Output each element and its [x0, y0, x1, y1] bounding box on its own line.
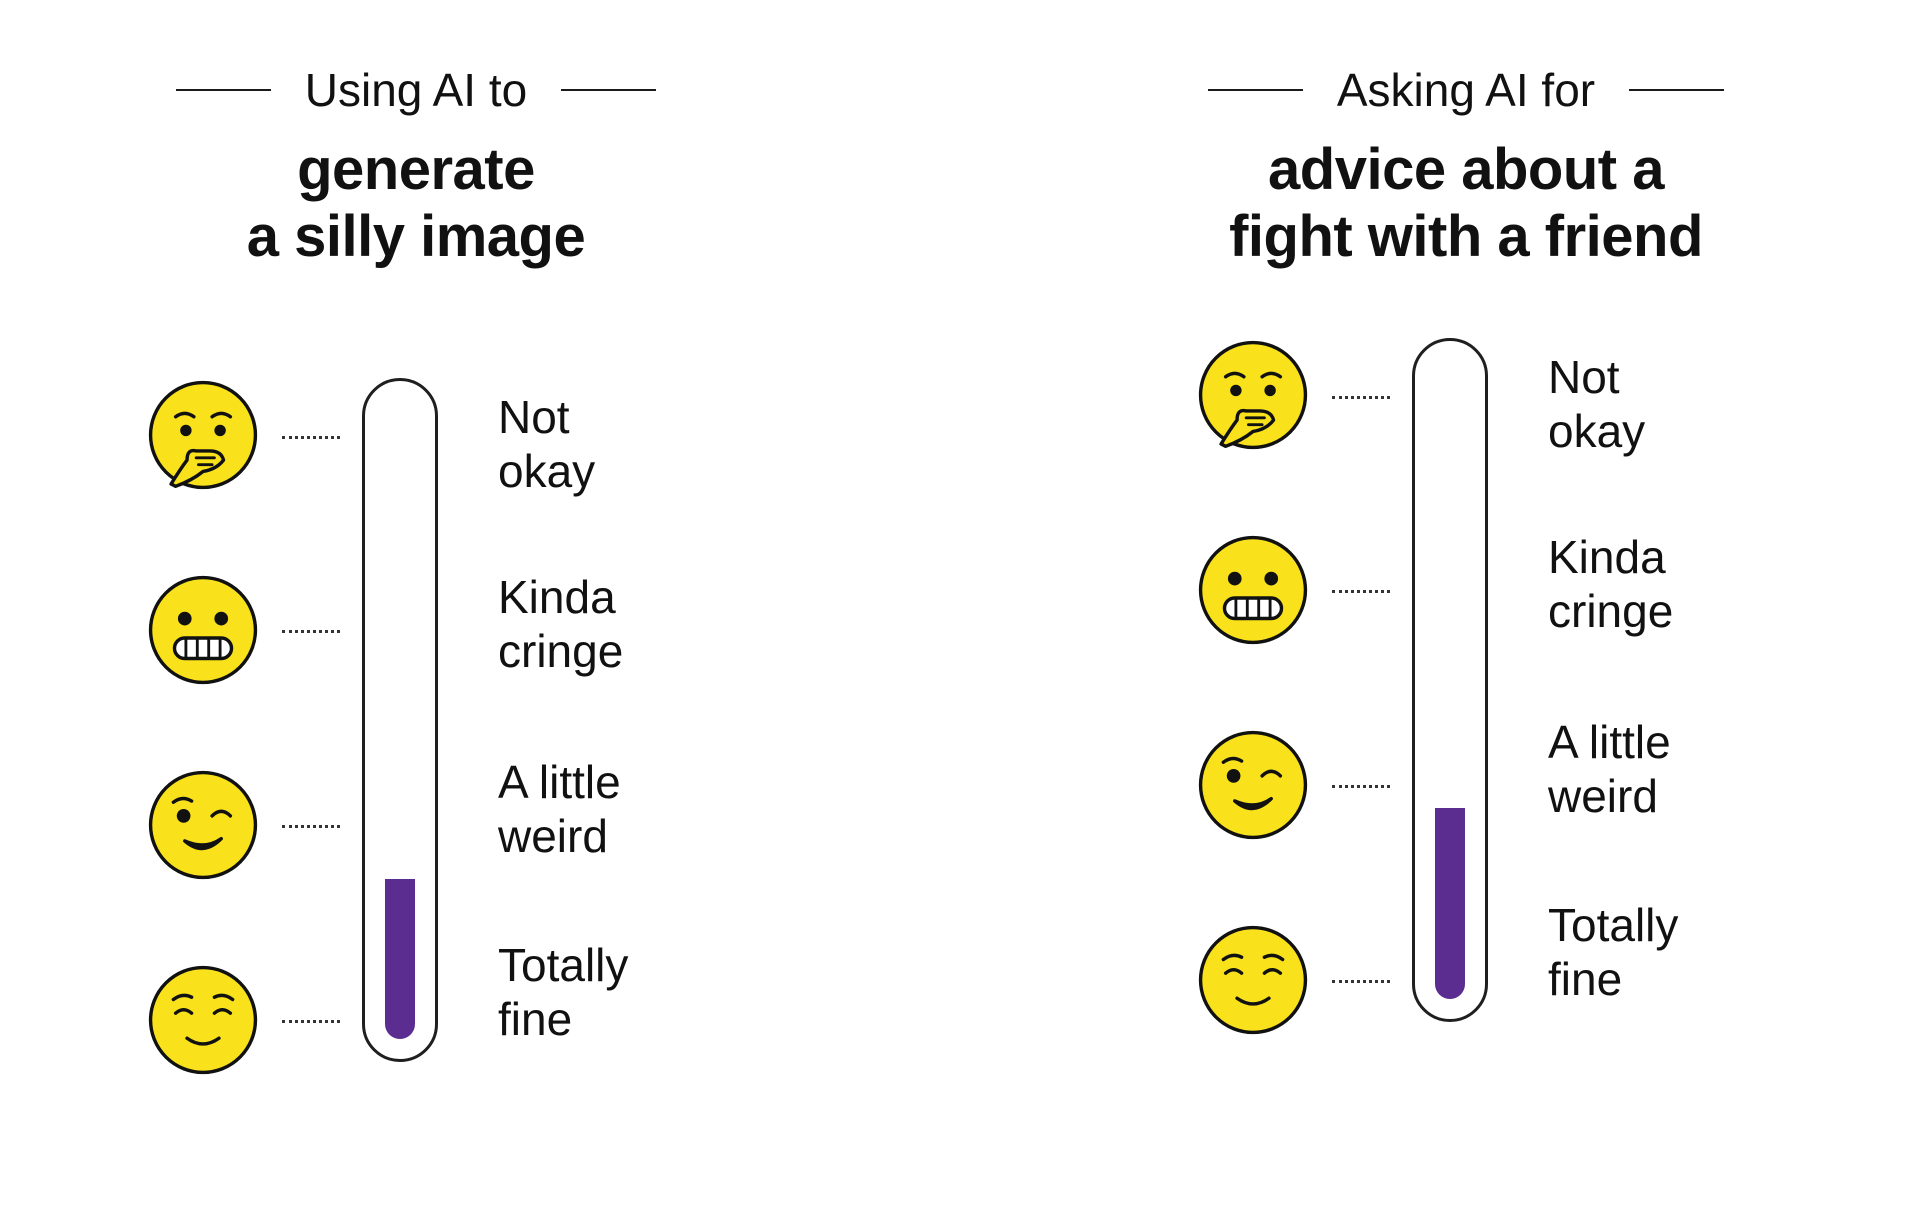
panel-title-line: fight with a friend [1229, 204, 1703, 270]
grimacing-face-icon [1196, 533, 1310, 647]
comfort-meter: Not okay Kinda cringe A little weird Tot… [1086, 338, 1846, 1038]
relieved-face-icon [1196, 923, 1310, 1037]
level-label-line: fine [498, 993, 573, 1045]
level-label-line: okay [1548, 405, 1646, 457]
subtitle-row: Using AI to [36, 60, 796, 120]
level-label-not-okay: Not okay [498, 390, 595, 498]
meter-tube [362, 378, 438, 1062]
level-label-totally-fine: Totally fine [1548, 898, 1678, 1006]
dotted-leader [1332, 980, 1390, 983]
level-label-kinda-cringe: Kinda cringe [1548, 530, 1673, 638]
dotted-leader [282, 825, 340, 828]
dotted-leader [1332, 396, 1390, 399]
level-label-line: Kinda [498, 571, 616, 623]
dotted-leader [1332, 785, 1390, 788]
level-label-line: Kinda [1548, 531, 1666, 583]
relieved-face-icon [146, 963, 260, 1077]
comfort-meter: Not okay Kinda cringe A little weird Tot… [36, 378, 796, 1078]
panel-title: generate a silly image [36, 136, 796, 271]
level-label-line: A little [1548, 716, 1671, 768]
meter-tube [1412, 338, 1488, 1022]
level-label-line: Totally [1548, 899, 1679, 951]
level-label-line: weird [1548, 770, 1658, 822]
panel-title-line: a silly image [246, 204, 586, 270]
level-label-kinda-cringe: Kinda cringe [498, 570, 623, 678]
level-label-line: weird [498, 810, 608, 862]
level-label-line: A little [498, 756, 621, 808]
meter-fill [385, 879, 415, 1039]
level-label-a-little-weird: A little weird [1548, 715, 1671, 823]
dotted-leader [282, 1020, 340, 1023]
winking-face-icon [146, 768, 260, 882]
level-label-line: Not [1548, 351, 1620, 403]
panel-generate-silly-image: Using AI to generate a silly image [36, 60, 796, 1075]
divider-line [1207, 89, 1303, 91]
level-label-totally-fine: Totally fine [498, 938, 628, 1046]
divider-line [1629, 89, 1725, 91]
panel-title-line: advice about a [1268, 137, 1664, 202]
winking-face-icon [1196, 728, 1310, 842]
level-label-line: Not [498, 391, 570, 443]
panel-subtitle: Using AI to [304, 64, 528, 116]
dotted-leader [282, 630, 340, 633]
grimacing-face-icon [146, 573, 260, 687]
hand-over-mouth-face-icon [1196, 338, 1310, 452]
subtitle-row: Asking AI for [1086, 60, 1846, 120]
level-label-line: cringe [498, 625, 624, 677]
level-label-line: cringe [1548, 585, 1674, 637]
dotted-leader [282, 436, 340, 439]
divider-line [175, 89, 271, 91]
level-label-not-okay: Not okay [1548, 350, 1645, 458]
panel-advice-fight-with-friend: Asking AI for advice about a fight with … [1086, 60, 1846, 1035]
level-label-line: fine [1548, 953, 1623, 1005]
meter-fill [1435, 808, 1465, 999]
dotted-leader [1332, 590, 1390, 593]
level-label-a-little-weird: A little weird [498, 755, 621, 863]
panel-subtitle: Asking AI for [1336, 64, 1596, 116]
level-label-line: okay [498, 445, 596, 497]
level-label-line: Totally [498, 939, 629, 991]
divider-line [561, 89, 657, 91]
panel-title: advice about a fight with a friend [1086, 136, 1846, 271]
hand-over-mouth-face-icon [146, 378, 260, 492]
panel-title-line: generate [297, 137, 535, 202]
